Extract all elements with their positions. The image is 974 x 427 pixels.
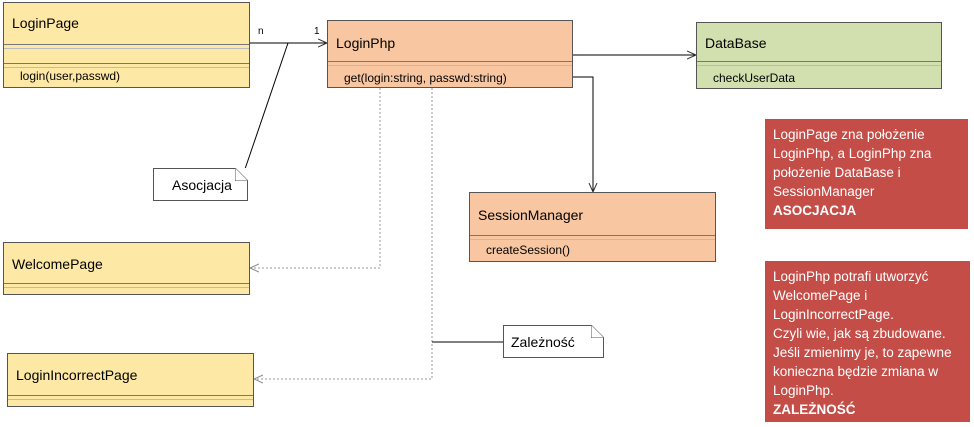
info-line: konieczna będzie zmiana w (773, 364, 939, 379)
info-box-association: LoginPage zna położenie LoginPhp, a Logi… (765, 119, 968, 229)
class-separator (8, 395, 253, 400)
multiplicity-source: n (258, 26, 264, 37)
class-separator (470, 235, 715, 240)
class-operation: checkUserData (713, 71, 796, 85)
note-fold-icon (235, 168, 248, 181)
info-line: położenie DataBase i (773, 165, 901, 180)
note-dependency[interactable]: Zależność (503, 325, 604, 358)
note-fold-icon (591, 325, 604, 338)
info-line: LoginIncorrectPage. (773, 307, 894, 322)
association-loginphp-sessionmanager (573, 76, 593, 192)
dependency-loginphp-loginincorrectpage (254, 88, 433, 379)
class-welcomepage[interactable]: WelcomePage (3, 242, 250, 295)
note-association[interactable]: Asocjacja (153, 168, 248, 201)
association-note-link (243, 42, 289, 173)
multiplicity-target: 1 (314, 26, 320, 37)
class-operation: login(user,passwd) (20, 69, 121, 83)
class-name: LoginIncorrectPage (16, 367, 138, 383)
class-separator (4, 44, 249, 49)
class-operation: get(login:string, passwd:string) (344, 71, 507, 85)
class-operation: createSession() (486, 243, 571, 257)
class-name: DataBase (705, 35, 767, 51)
class-name: LoginPage (12, 15, 79, 31)
info-keyword: ASOCJACJA (773, 203, 857, 218)
info-line: SessionManager (773, 184, 875, 199)
class-loginpage[interactable]: LoginPage login(user,passwd) (3, 2, 250, 88)
class-sessionmanager[interactable]: SessionManager createSession() (469, 192, 716, 262)
info-line: LoginPage zna położenie (773, 127, 925, 142)
class-name: SessionManager (478, 207, 584, 223)
info-box-dependency: LoginPhp potrafi utworzyć WelcomePage i … (765, 261, 970, 422)
info-line: WelcomePage i (773, 288, 868, 303)
info-line: Jeśli zmienimy je, to zapewne (773, 345, 952, 360)
note-text: Asocjacja (172, 177, 232, 193)
info-line: LoginPhp. (773, 383, 834, 398)
class-separator (4, 63, 249, 68)
class-name: WelcomePage (12, 256, 103, 272)
class-loginincorrectpage[interactable]: LoginIncorrectPage (7, 353, 254, 407)
note-text: Zależność (511, 334, 575, 350)
class-loginphp[interactable]: LoginPhp get(login:string, passwd:string… (327, 20, 573, 88)
class-separator (328, 61, 572, 66)
class-name: LoginPhp (336, 35, 396, 51)
info-line: LoginPhp potrafi utworzyć (773, 269, 929, 284)
info-keyword: ZALEŻNOŚĆ (773, 402, 856, 417)
class-database[interactable]: DataBase checkUserData (696, 22, 942, 89)
dependency-loginphp-welcomepage (250, 88, 381, 268)
class-separator (4, 283, 249, 288)
class-separator (697, 61, 941, 66)
info-line: Czyli wie, jak są zbudowane. (773, 326, 946, 341)
info-line: LoginPhp, a LoginPhp zna (773, 146, 932, 161)
